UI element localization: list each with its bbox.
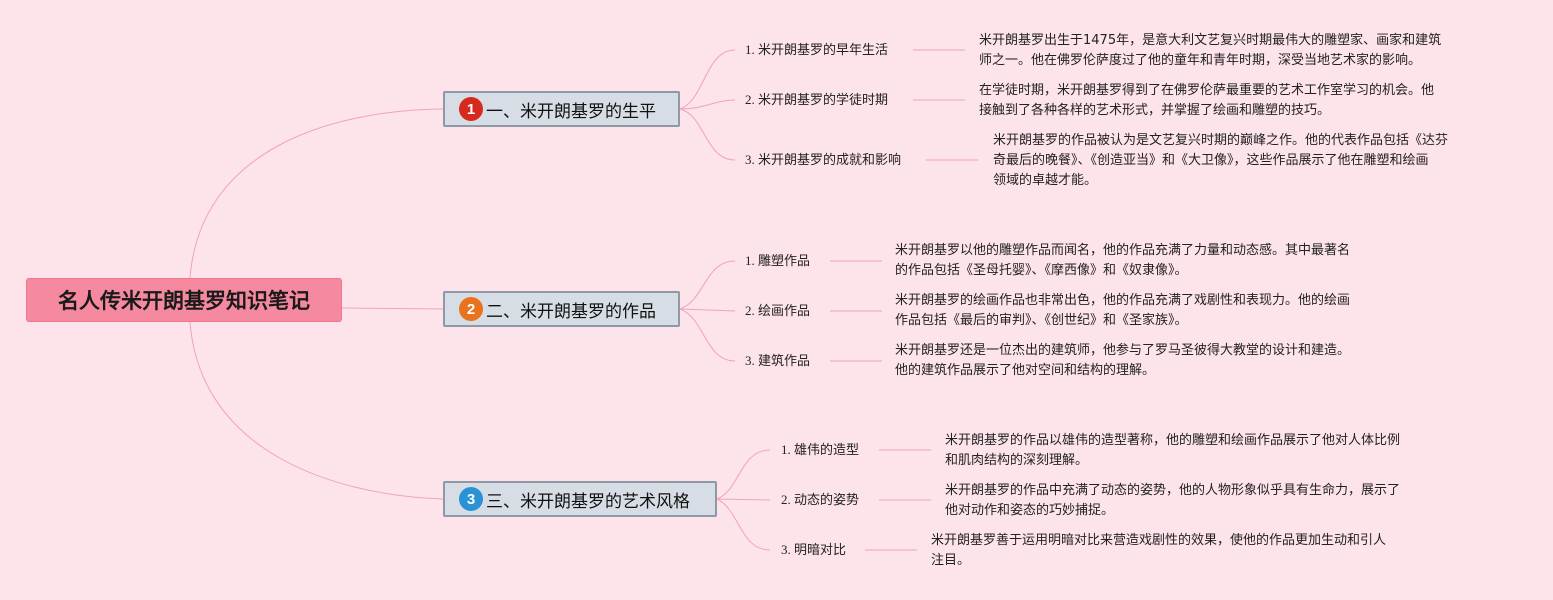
subtopic-chiaroscuro[interactable]: 3. 明暗对比: [781, 542, 847, 557]
branch-biography[interactable]: 1 一、米开朗基罗的生平: [443, 91, 680, 127]
branch-title: 二、米开朗基罗的作品: [486, 301, 656, 322]
description-line: 米开朗基罗出生于1475年，是意大利文艺复兴时期最伟大的雕塑家、画家和建筑: [979, 33, 1442, 48]
description-line: 他对动作和姿态的巧妙捕捉。: [945, 503, 1115, 518]
branch-art-style[interactable]: 3 三、米开朗基罗的艺术风格: [443, 481, 717, 517]
number-3-badge-icon: 3: [459, 487, 483, 511]
description-sculpture: 米开朗基罗以他的雕塑作品而闻名，他的作品充满了力量和动态感。其中最著名 的作品包…: [895, 241, 1350, 281]
subtopic-grand-forms[interactable]: 1. 雄伟的造型: [781, 442, 860, 457]
description-grand-forms: 米开朗基罗的作品以雄伟的造型著称，他的雕塑和绘画作品展示了他对人体比例 和肌肉结…: [945, 431, 1400, 471]
subtopic-painting[interactable]: 2. 绘画作品: [745, 303, 811, 318]
description-line: 注目。: [931, 553, 971, 568]
central-topic-title: 名人传米开朗基罗知识笔记: [58, 289, 310, 313]
number-1-badge-icon: 1: [459, 97, 483, 121]
description-line: 在学徒时期，米开朗基罗得到了在佛罗伦萨最重要的艺术工作室学习的机会。他: [979, 83, 1435, 98]
description-line: 米开朗基罗的绘画作品也非常出色，他的作品充满了戏剧性和表现力。他的绘画: [895, 293, 1351, 308]
description-achievements: 米开朗基罗的作品被认为是文艺复兴时期的巅峰之作。他的代表作品包括《达芬 奇最后的…: [993, 131, 1448, 191]
description-line: 米开朗基罗还是一位杰出的建筑师，他参与了罗马圣彼得大教堂的设计和建造。: [895, 343, 1351, 358]
number-2-badge-icon: 2: [459, 297, 483, 321]
description-painting: 米开朗基罗的绘画作品也非常出色，他的作品充满了戏剧性和表现力。他的绘画 作品包括…: [895, 291, 1350, 331]
central-topic[interactable]: 名人传米开朗基罗知识笔记: [26, 278, 342, 322]
description-line: 的作品包括《圣母托婴》、《摩西像》和《奴隶像》。: [895, 263, 1188, 278]
description-line: 师之一。他在佛罗伦萨度过了他的童年和青年时期，深受当地艺术家的影响。: [979, 53, 1422, 68]
description-line: 和肌肉结构的深刻理解。: [945, 453, 1089, 468]
description-architecture: 米开朗基罗还是一位杰出的建筑师，他参与了罗马圣彼得大教堂的设计和建造。 他的建筑…: [895, 341, 1350, 381]
description-line: 作品包括《最后的审判》、《创世纪》和《圣家族》。: [895, 313, 1188, 328]
subtopic-sculpture[interactable]: 1. 雕塑作品: [745, 253, 811, 268]
branch-works[interactable]: 2 二、米开朗基罗的作品: [443, 291, 680, 327]
branch-title: 三、米开朗基罗的艺术风格: [486, 491, 690, 512]
description-line: 米开朗基罗善于运用明暗对比来营造戏剧性的效果，使他的作品更加生动和引人: [931, 533, 1387, 548]
description-line: 米开朗基罗的作品以雄伟的造型著称，他的雕塑和绘画作品展示了他对人体比例: [945, 433, 1401, 448]
description-early-life: 米开朗基罗出生于1475年，是意大利文艺复兴时期最伟大的雕塑家、画家和建筑 师之…: [979, 31, 1441, 71]
description-line: 米开朗基罗以他的雕塑作品而闻名，他的作品充满了力量和动态感。其中最著名: [895, 243, 1351, 258]
description-apprenticeship: 在学徒时期，米开朗基罗得到了在佛罗伦萨最重要的艺术工作室学习的机会。他 接触到了…: [979, 81, 1434, 121]
description-chiaroscuro: 米开朗基罗善于运用明暗对比来营造戏剧性的效果，使他的作品更加生动和引人 注目。: [931, 531, 1386, 571]
description-line: 米开朗基罗的作品被认为是文艺复兴时期的巅峰之作。他的代表作品包括《达芬: [993, 133, 1449, 148]
description-line: 奇最后的晚餐》、《创造亚当》和《大卫像》，这些作品展示了他在雕塑和绘画: [993, 153, 1429, 168]
branch-title: 一、米开朗基罗的生平: [486, 101, 656, 122]
description-line: 领域的卓越才能。: [993, 173, 1098, 188]
subtopic-apprenticeship[interactable]: 2. 米开朗基罗的学徒时期: [745, 92, 889, 107]
subtopic-achievements[interactable]: 3. 米开朗基罗的成就和影响: [745, 152, 902, 167]
subtopic-early-life[interactable]: 1. 米开朗基罗的早年生活: [745, 42, 889, 57]
subtopic-architecture[interactable]: 3. 建筑作品: [745, 353, 811, 368]
description-line: 接触到了各种各样的艺术形式，并掌握了绘画和雕塑的技巧。: [979, 103, 1331, 118]
description-dynamic-poses: 米开朗基罗的作品中充满了动态的姿势，他的人物形象似乎具有生命力，展示了 他对动作…: [945, 481, 1400, 521]
description-line: 米开朗基罗的作品中充满了动态的姿势，他的人物形象似乎具有生命力，展示了: [945, 483, 1401, 498]
description-line: 他的建筑作品展示了他对空间和结构的理解。: [895, 363, 1156, 378]
subtopic-dynamic-poses[interactable]: 2. 动态的姿势: [781, 492, 860, 507]
